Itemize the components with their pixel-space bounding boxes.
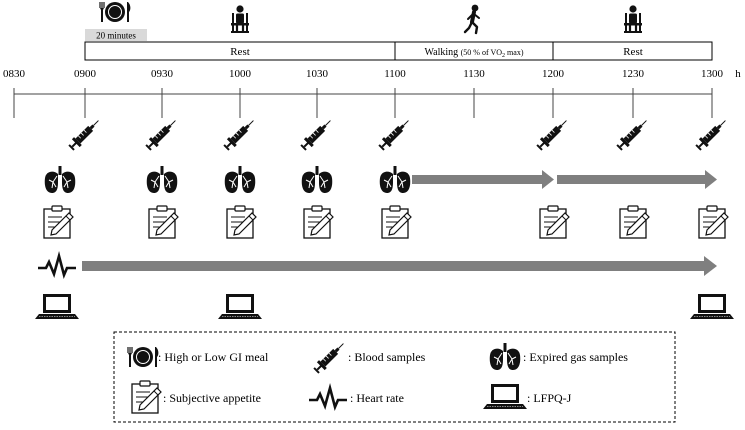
timeline-ticks: 0830 0900 0930 1000 1030 1100 1130 1200 1230 1300 <box>3 68 724 118</box>
clipboard-icon <box>698 205 729 239</box>
phase-bar <box>84 41 713 61</box>
legend-lfpq-label: : LFPQ-J <box>527 391 572 405</box>
heart-rate-icon <box>307 386 349 409</box>
clipboard-icon <box>131 380 162 414</box>
lungs-icon <box>224 165 256 194</box>
legend-appetite-label: : Subjective appetite <box>163 391 261 405</box>
laptop-icon <box>217 293 263 320</box>
seated-person-icon <box>622 4 644 34</box>
timeline-tick-label: 1100 <box>384 68 406 80</box>
phase-walking-label: Walking (50 % of VO2 max) <box>425 47 524 59</box>
walking-person-icon <box>463 2 481 35</box>
lungs-icon <box>301 165 333 194</box>
syringe-icon <box>66 116 103 153</box>
clipboard-icon <box>539 205 570 239</box>
seated-person-icon <box>229 4 251 34</box>
lungs-icon <box>489 342 521 371</box>
legend-gas-label: : Expired gas samples <box>523 350 628 364</box>
laptop-icon <box>689 293 735 320</box>
syringe-icon <box>143 116 180 153</box>
timeline-tick-label: 1130 <box>463 68 485 80</box>
lungs-icon <box>146 165 178 194</box>
clipboard-icon <box>148 205 179 239</box>
timeline-tick-label: 1000 <box>229 68 252 80</box>
laptop-icon <box>34 293 80 320</box>
clipboard-icon <box>226 205 257 239</box>
heart-rate-icon <box>36 254 78 277</box>
syringe-icon <box>221 116 258 153</box>
appetite-row <box>43 205 729 239</box>
timeline-tick-label: 1030 <box>306 68 329 80</box>
continuous-gas-arrow-2 <box>557 170 717 189</box>
clipboard-icon <box>43 205 74 239</box>
timeline-tick-label: 0830 <box>3 68 26 80</box>
syringe-icon <box>534 116 571 153</box>
clipboard-icon <box>381 205 412 239</box>
syringe-icon <box>298 116 335 153</box>
lungs-icon <box>44 165 76 194</box>
legend-blood-label: : Blood samples <box>348 350 426 364</box>
timeline-tick-label: 0930 <box>151 68 174 80</box>
blood-sample-row <box>66 116 730 153</box>
legend-heart-label: : Heart rate <box>350 391 404 405</box>
timeline-unit: h <box>735 68 741 80</box>
syringe-icon <box>311 339 348 376</box>
phase-rest2-label: Rest <box>623 46 643 58</box>
syringe-icon <box>693 116 730 153</box>
meal-icon <box>99 1 131 23</box>
clipboard-icon <box>619 205 650 239</box>
phase-rest-label: Rest <box>230 46 250 58</box>
meal-icon <box>127 346 159 368</box>
syringe-icon <box>376 116 413 153</box>
clipboard-icon <box>303 205 334 239</box>
timeline-tick-label: 1300 <box>701 68 724 80</box>
timeline-tick-label: 1230 <box>622 68 645 80</box>
continuous-gas-arrow-1 <box>412 170 554 189</box>
timeline-tick-label: 0900 <box>74 68 97 80</box>
meal-duration-label: 20 minutes <box>96 31 136 41</box>
lungs-icon <box>379 165 411 194</box>
gas-sample-row <box>44 165 411 194</box>
legend-box <box>113 331 676 423</box>
meal-duration-box <box>85 29 147 41</box>
continuous-heart-rate-arrow <box>82 256 717 276</box>
syringe-icon <box>614 116 651 153</box>
laptop-icon <box>482 383 528 410</box>
legend-meal-label: : High or Low GI meal <box>158 350 269 364</box>
timeline-tick-label: 1200 <box>542 68 565 80</box>
